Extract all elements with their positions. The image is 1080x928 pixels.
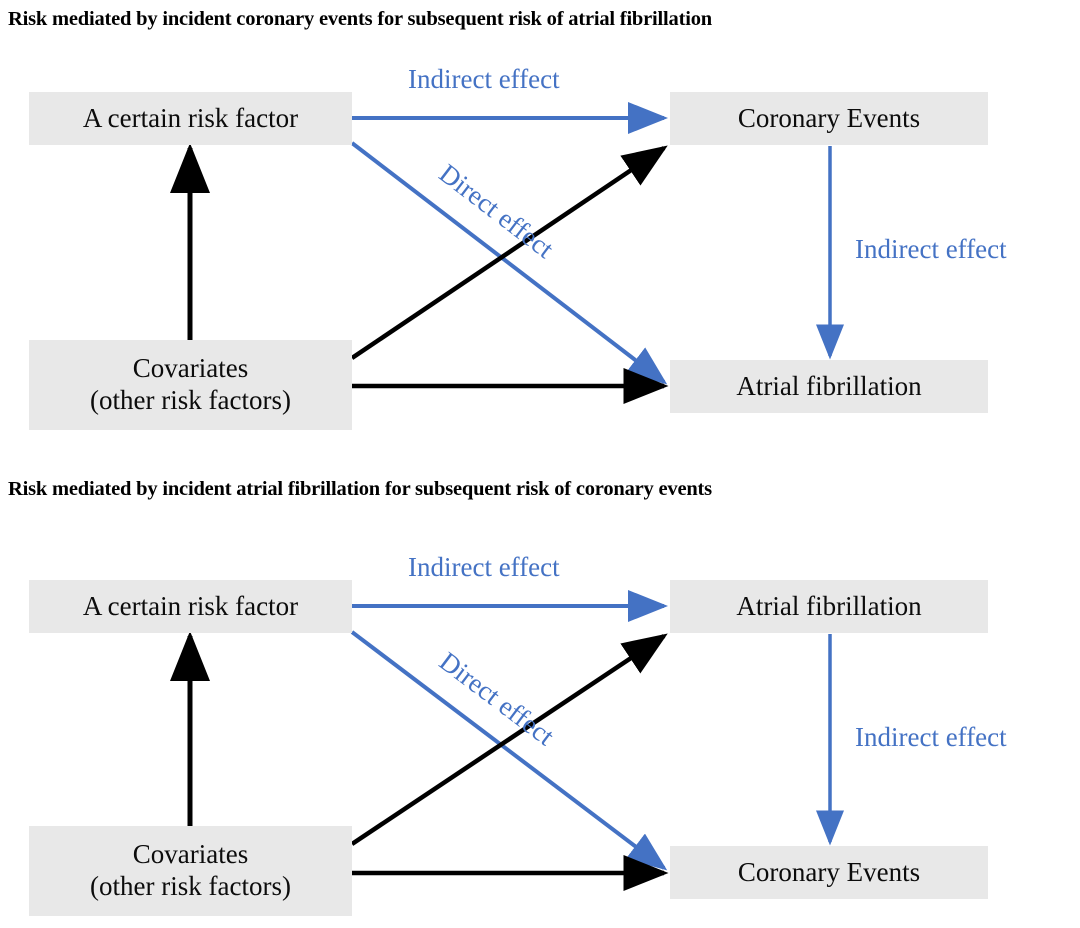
edge-label-indirect-bottom-vertical: Indirect effect xyxy=(855,722,1007,752)
node-covariates-bottom-label-line2: (other risk factors) xyxy=(90,871,291,901)
node-coronary-events-top-label: Coronary Events xyxy=(737,102,921,133)
edge-label-direct-bottom: Direct effect xyxy=(433,646,560,752)
edge-direct-riskfactor-to-outcome-bottom xyxy=(350,630,668,871)
edge-label-indirect-top-horizontal: Indirect effect xyxy=(408,64,560,94)
node-coronary-events-bottom-label: Coronary Events xyxy=(737,856,921,887)
node-risk-factor-top[interactable]: A certain risk factor xyxy=(29,92,352,145)
node-atrial-fibrillation-top[interactable]: Atrial fibrillation xyxy=(670,360,988,413)
node-coronary-events-bottom[interactable]: Coronary Events xyxy=(670,846,988,899)
node-risk-factor-bottom[interactable]: A certain risk factor xyxy=(29,580,352,633)
edge-covariates-to-mediator xyxy=(350,145,668,360)
edge-direct-riskfactor-to-outcome xyxy=(350,141,668,385)
node-covariates-bottom[interactable]: Covariates (other risk factors) xyxy=(29,826,352,916)
node-atrial-fibrillation-bottom-label: Atrial fibrillation xyxy=(736,590,922,621)
node-risk-factor-bottom-label: A certain risk factor xyxy=(82,590,299,621)
panel-title-top: Risk mediated by incident coronary event… xyxy=(8,8,712,30)
node-covariates-top-label-line1: Covariates xyxy=(132,353,249,384)
edge-label-indirect-top-vertical: Indirect effect xyxy=(855,234,1007,264)
node-covariates-top-label-line2: (other risk factors) xyxy=(90,385,291,415)
diagram-panel-coronary-mediator: Risk mediated by incident coronary event… xyxy=(8,8,1007,430)
edge-label-indirect-bottom-horizontal: Indirect effect xyxy=(408,552,560,582)
diagram-panel-af-mediator: Risk mediated by incident atrial fibrill… xyxy=(0,470,1080,928)
panel-title-bottom: Risk mediated by incident atrial fibrill… xyxy=(8,478,712,500)
node-covariates-bottom-label-line1: Covariates xyxy=(132,839,249,870)
node-covariates-top[interactable]: Covariates (other risk factors) xyxy=(29,340,352,430)
node-risk-factor-top-label: A certain risk factor xyxy=(82,102,299,133)
node-atrial-fibrillation-bottom[interactable]: Atrial fibrillation xyxy=(670,580,988,633)
node-atrial-fibrillation-top-label: Atrial fibrillation xyxy=(736,370,922,401)
edge-label-direct-top: Direct effect xyxy=(433,158,560,264)
edge-covariates-to-mediator-bottom xyxy=(350,633,668,846)
node-coronary-events-top[interactable]: Coronary Events xyxy=(670,92,988,145)
